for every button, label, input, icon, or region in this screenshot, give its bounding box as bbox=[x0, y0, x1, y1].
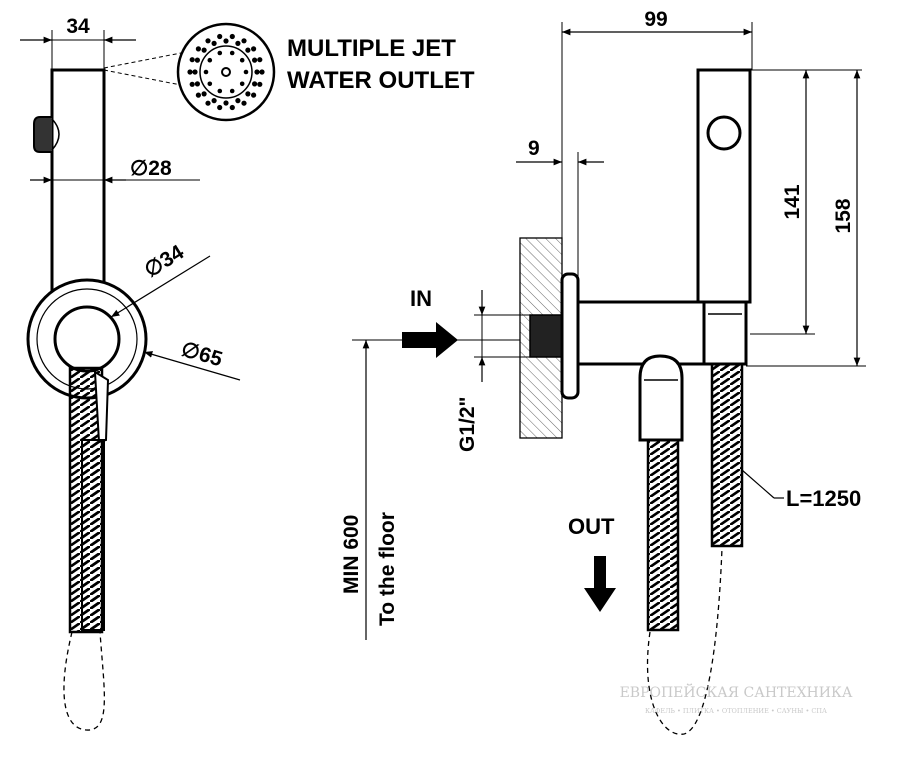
dim-label-28: ∅28 bbox=[130, 157, 172, 180]
outlet-indicator: OUT bbox=[568, 514, 616, 612]
dim-height-158: 158 bbox=[746, 70, 866, 367]
inlet-indicator: IN bbox=[402, 286, 458, 358]
handset-body bbox=[50, 68, 106, 304]
hose-outlet bbox=[646, 438, 680, 632]
dim-label-99: 99 bbox=[644, 8, 667, 31]
valve-body bbox=[576, 300, 710, 366]
nozzle-icon bbox=[187, 33, 265, 111]
handset-holder bbox=[702, 300, 748, 366]
dim-label-dia-65: ∅65 bbox=[179, 338, 226, 372]
outlet-callout: MULTIPLE JET WATER OUTLET bbox=[103, 22, 475, 122]
inlet-label: IN bbox=[410, 286, 432, 311]
watermark: ЕВРОПЕЙСКАЯ САНТЕХНИКА КАФЕЛЬ • ПЛИТКА •… bbox=[620, 682, 853, 715]
dim-label-158: 158 bbox=[832, 198, 855, 233]
min-height-line-2: To the floor bbox=[376, 512, 399, 626]
dim-width-34: 34 bbox=[20, 15, 136, 70]
dim-thread: G1/2" bbox=[456, 290, 530, 452]
callout-line-2: WATER OUTLET bbox=[287, 67, 475, 94]
watermark-subtitle: КАФЕЛЬ • ПЛИТКА • ОТОПЛЕНИЕ • САУНЫ • СП… bbox=[645, 707, 827, 715]
dim-dia-28: ∅28 bbox=[30, 157, 200, 184]
dim-dia-65: ∅65 bbox=[143, 338, 241, 381]
wall-flange bbox=[560, 272, 580, 400]
handset-side bbox=[696, 68, 752, 304]
min-height-line-1: MIN 600 bbox=[340, 515, 363, 594]
callout-line-1: MULTIPLE JET bbox=[287, 35, 456, 62]
dim-offset-9: 9 bbox=[516, 137, 604, 278]
trigger-button bbox=[33, 116, 52, 153]
hose-handset bbox=[710, 362, 744, 548]
side-trigger-icon bbox=[706, 115, 742, 151]
dim-min-height: MIN 600 To the floor bbox=[340, 339, 520, 640]
front-view: 34 ∅28 ∅34 ∅65 bbox=[20, 15, 475, 731]
thread-label: G1/2" bbox=[456, 397, 479, 452]
dim-height-141: 141 bbox=[750, 69, 862, 335]
threaded-inlet bbox=[529, 314, 563, 358]
hose-length-label: L=1250 bbox=[786, 486, 861, 511]
holder-knob bbox=[53, 305, 121, 373]
watermark-title: ЕВРОПЕЙСКАЯ САНТЕХНИКА bbox=[620, 682, 853, 701]
arrow-down-icon bbox=[584, 556, 616, 612]
hose-length-callout: L=1250 bbox=[741, 469, 861, 511]
dim-label-34: 34 bbox=[66, 15, 90, 38]
dim-label-141: 141 bbox=[781, 184, 804, 219]
side-view: 99 9 L=1250 bbox=[340, 8, 866, 735]
outlet-label: OUT bbox=[568, 514, 615, 539]
dim-label-9: 9 bbox=[528, 137, 540, 160]
outlet-elbow bbox=[638, 354, 684, 442]
dim-depth-99: 99 bbox=[561, 8, 753, 242]
dim-label-dia-34: ∅34 bbox=[140, 240, 188, 282]
